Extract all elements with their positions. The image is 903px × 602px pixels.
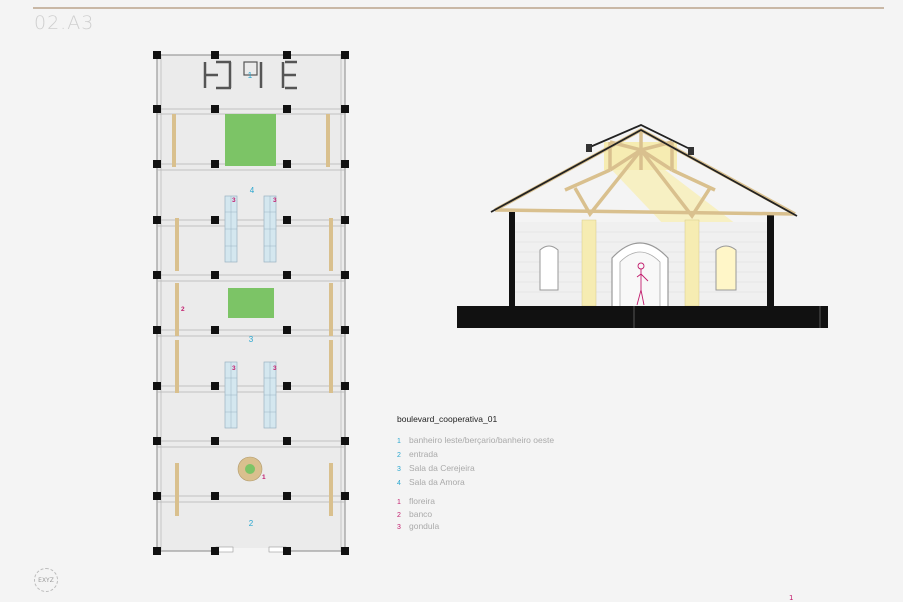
benches — [172, 114, 333, 516]
legend-item-1: 1 floreira — [397, 496, 637, 509]
legend-room-4: 4 Sala da Amora — [397, 476, 637, 490]
columns — [153, 51, 349, 555]
item-label-gondola-4: 3 — [273, 365, 277, 372]
legend-room-name: Sala da Amora — [409, 477, 465, 487]
room-label-4: 4 — [250, 186, 255, 195]
legend-room-name: banheiro leste/berçario/banheiro oeste — [409, 435, 555, 445]
legend-item-2: 2 banco — [397, 509, 637, 522]
studio-logo: EXYZ — [34, 568, 58, 592]
item-label-gondola-3: 3 — [232, 365, 236, 372]
green-bed-north — [225, 114, 276, 166]
item-label-planter: 1 — [262, 474, 266, 481]
page-number: 1 — [789, 594, 794, 602]
legend-item-name: floreira — [409, 496, 435, 506]
item-label-gondola-2: 3 — [273, 197, 277, 204]
legend-item-name: gondula — [409, 521, 440, 531]
floor-plan: 1 4 3 2 3 3 2 3 3 1 — [153, 51, 349, 555]
item-label-gondola-1: 3 — [232, 197, 236, 204]
legend-room-num: 1 — [397, 438, 401, 445]
legend-item-3: 3 gondula — [397, 521, 637, 534]
room-label-1: 1 — [248, 71, 253, 80]
green-bed-middle — [228, 288, 274, 318]
legend-room-num: 4 — [397, 480, 401, 487]
legend-item-num: 1 — [397, 499, 401, 506]
top-rule — [33, 7, 884, 9]
item-label-bench: 2 — [181, 306, 185, 313]
legend-item-name: banco — [409, 508, 433, 519]
legend: boulevard_cooperativa_01 1 banheiro leste… — [397, 414, 637, 534]
building-section — [457, 124, 828, 328]
legend-room-num: 3 — [397, 466, 401, 473]
room-label-3: 3 — [249, 335, 254, 344]
legend-room-num: 2 — [397, 452, 401, 459]
legend-room-name: entrada — [409, 449, 438, 459]
legend-room-2: 2 entrada — [397, 448, 637, 462]
sheet-code: 02.A3 — [34, 12, 95, 34]
legend-item-num: 2 — [397, 511, 401, 519]
bathroom-block — [203, 60, 297, 90]
legend-title: boulevard_cooperativa_01 — [397, 414, 498, 424]
legend-room-3: 3 Sala da Cerejeira — [397, 462, 637, 476]
room-label-2: 2 — [249, 519, 254, 528]
gondolas — [224, 195, 277, 429]
entrance-opening — [233, 548, 269, 554]
legend-room-name: Sala da Cerejeira — [409, 463, 475, 473]
legend-room-1: 1 banheiro leste/berçario/banheiro oeste — [397, 434, 637, 448]
legend-item-num: 3 — [397, 524, 401, 531]
